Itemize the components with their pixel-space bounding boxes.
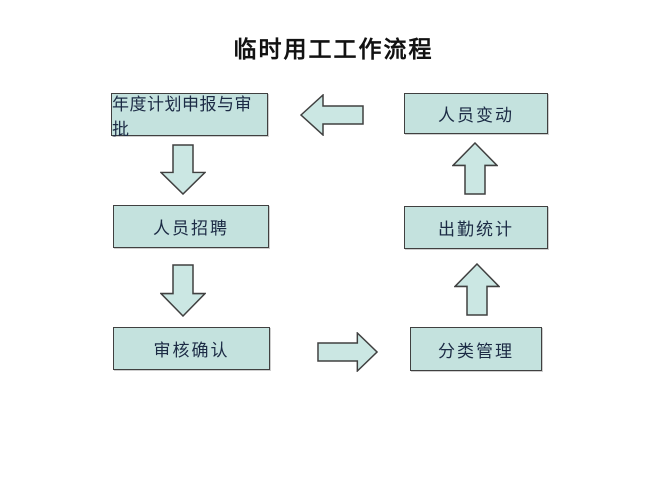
flow-box-review-confirm: 审核确认 [113,327,270,370]
flow-box-label: 年度计划申报与审批 [112,94,252,139]
flow-box-category-management: 分类管理 [410,327,542,371]
arrow-up-icon [454,263,500,316]
flow-box-label: 审核确认 [153,341,230,360]
flow-box-personnel-change: 人员变动 [404,93,548,134]
arrow-down-icon [160,264,206,317]
flow-box-label: 分类管理 [438,341,514,361]
flow-box-label: 人员变动 [438,106,514,125]
arrow-right-icon [317,332,378,372]
flow-box-label: 出勤统计 [438,220,514,239]
flow-box-attendance-stats: 出勤统计 [404,206,548,249]
page-title: 临时用工工作流程 [233,36,434,62]
flow-box-annual-plan: 年度计划申报与审批 [111,93,268,139]
arrow-down-icon [160,144,206,195]
arrow-up-icon [452,142,498,195]
arrow-left-icon [300,94,364,136]
flow-box-recruitment: 人员招聘 [113,205,269,248]
flow-box-label: 人员招聘 [153,219,229,238]
